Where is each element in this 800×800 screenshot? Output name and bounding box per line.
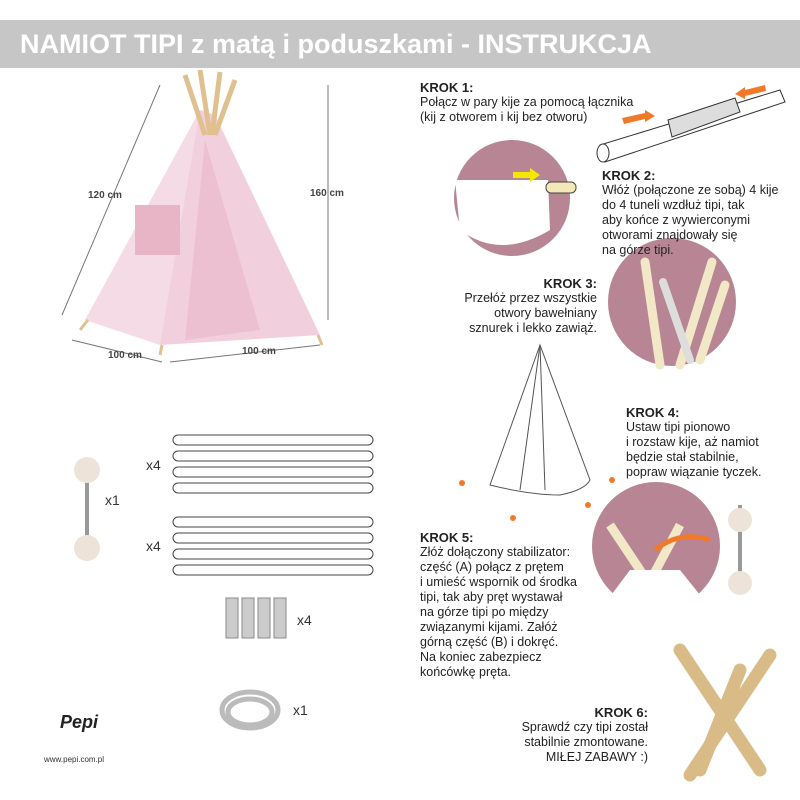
pole-connector-drawing bbox=[596, 89, 786, 163]
count-rope: x1 bbox=[293, 702, 308, 718]
count-long-poles: x4 bbox=[146, 457, 161, 473]
page-title: NAMIOT TIPI z matą i poduszkami - INSTRU… bbox=[0, 20, 800, 68]
count-short-poles: x4 bbox=[146, 538, 161, 554]
dimension-height-side: 120 cm bbox=[88, 190, 122, 201]
poles bbox=[172, 434, 374, 576]
tent-illustration bbox=[78, 69, 324, 356]
bound-poles bbox=[673, 643, 777, 782]
tipi-outline bbox=[489, 343, 591, 496]
dimension-base-left: 100 cm bbox=[108, 350, 142, 361]
step-1: KROK 1:Połącz w pary kije za pomocą łącz… bbox=[420, 80, 634, 124]
dimension-base-right: 100 cm bbox=[242, 346, 276, 357]
stabilizer-right bbox=[728, 505, 752, 595]
rope bbox=[219, 689, 281, 731]
couplers bbox=[225, 597, 287, 639]
step-5: KROK 5:Złóż dołączony stabilizator:część… bbox=[420, 530, 578, 679]
brand-logo: Pepi bbox=[60, 712, 99, 732]
dimension-height-total: 160 cm bbox=[310, 188, 344, 199]
brand-url: www.pepi.com.pl bbox=[44, 755, 105, 764]
stabilizer-left bbox=[74, 457, 100, 561]
count-connector: x1 bbox=[105, 492, 120, 508]
count-couplers: x4 bbox=[297, 612, 312, 628]
dimension-lines bbox=[61, 84, 329, 363]
